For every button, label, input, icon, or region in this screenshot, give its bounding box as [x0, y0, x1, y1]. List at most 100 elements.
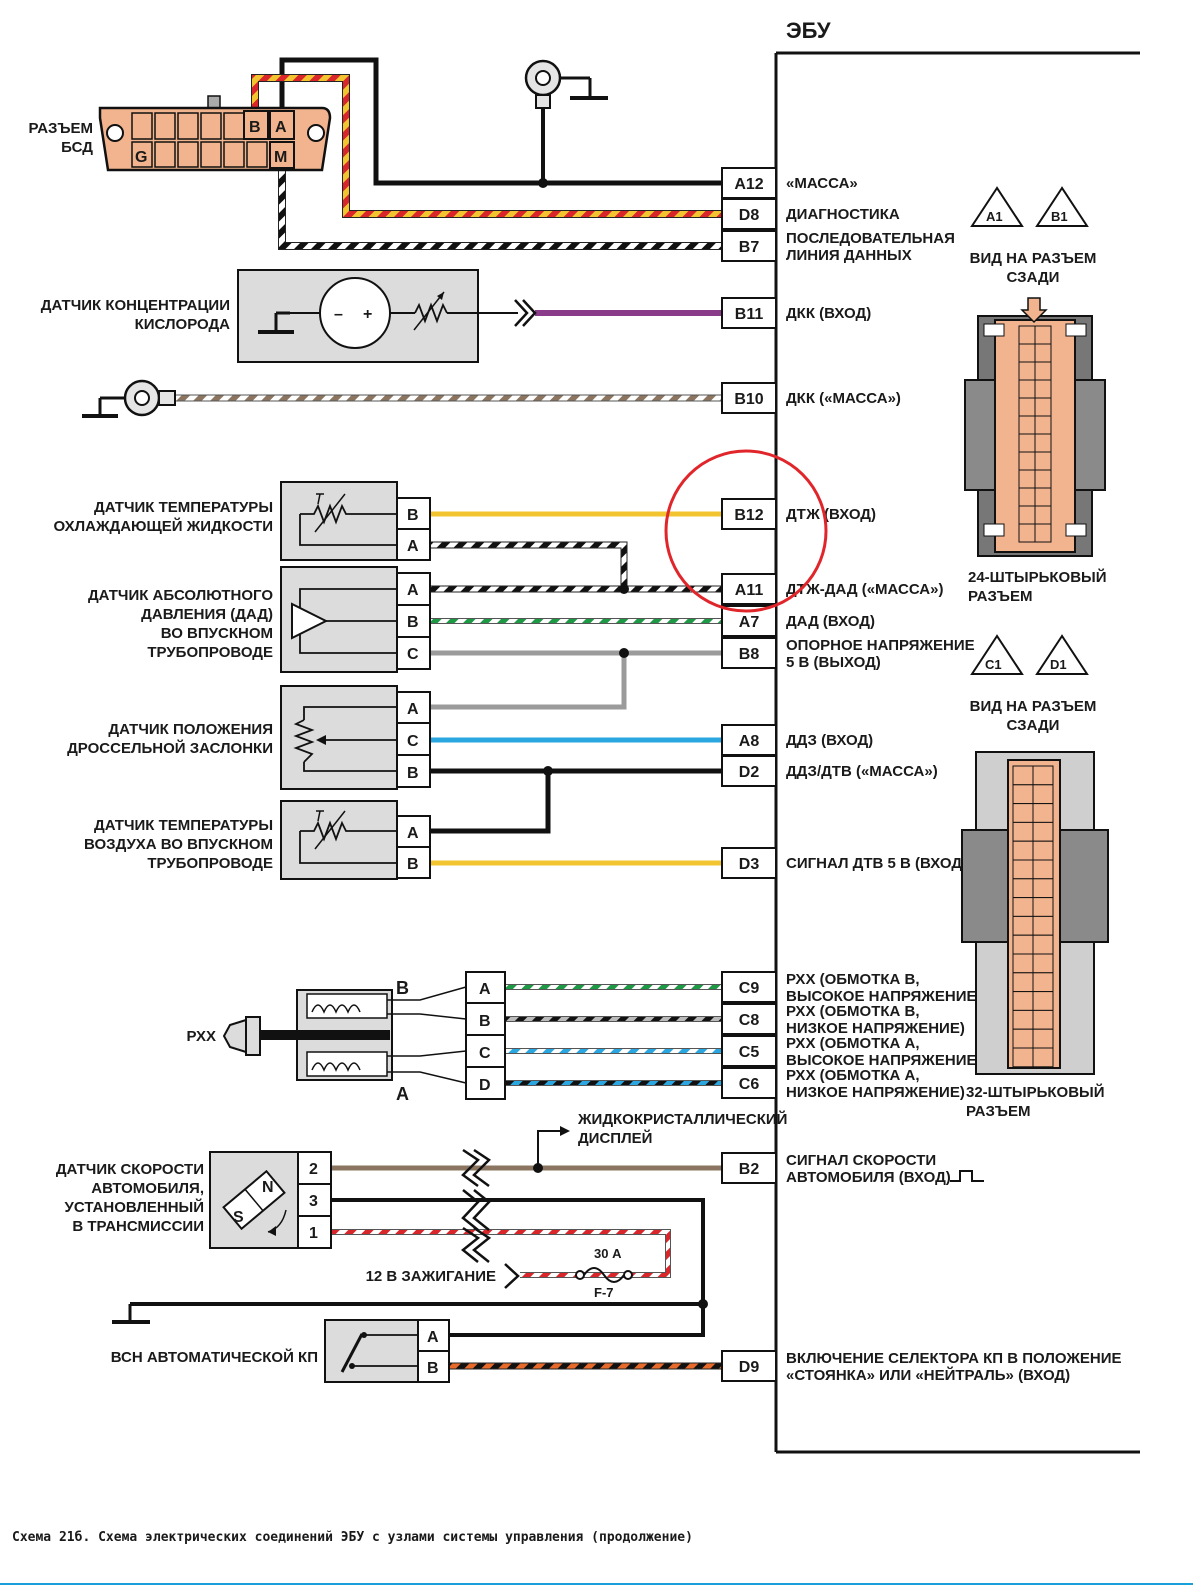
tps-pin-c: C — [407, 733, 419, 750]
connector-24-cell — [1034, 379, 1052, 399]
connector32-name-2: РАЗЪЕМ — [966, 1103, 1030, 1120]
iat-pin-b: B — [407, 856, 419, 873]
ecu-pin-id-a11: A11 — [735, 582, 764, 599]
diag-connector: G B A M РАЗЪЕМ БСД — [29, 95, 332, 172]
tag-d1: D1 — [1050, 657, 1067, 672]
vss-label-4: В ТРАНСМИССИИ — [72, 1218, 204, 1235]
ecu-pin-box-b7 — [721, 230, 777, 262]
connector-32-cell — [1012, 1047, 1034, 1068]
highlight-circle — [664, 449, 828, 613]
connector-32-cell — [1032, 840, 1054, 861]
connector-24-cell — [1034, 505, 1052, 525]
connector-32-cell — [1012, 915, 1034, 936]
iat-label-3: ТРУБОПРОВОДЕ — [147, 855, 273, 872]
iac-pin-b: B — [479, 1013, 491, 1030]
connector-32-cell — [1032, 784, 1054, 805]
ecu-pin-label-b8-2: 5 В (ВЫХОД) — [786, 654, 881, 671]
o2-sensor: – + ДАТЧИК КОНЦЕНТРАЦИИ КИСЛОРОДА — [41, 269, 518, 363]
wires — [130, 57, 722, 1370]
connector-32-cell — [1032, 915, 1054, 936]
connector-24-cell — [1018, 523, 1036, 543]
ecu-pin-label-c6-2: НИЗКОЕ НАПРЯЖЕНИЕ) — [786, 1084, 965, 1101]
fuse-rating: 30 А — [594, 1246, 622, 1261]
ecu-pin-box-b10 — [721, 382, 777, 414]
park-switch: A B ВСН АВТОМАТИЧЕСКОЙ КП — [111, 1319, 450, 1383]
o2-polarity-plus: + — [363, 306, 372, 323]
ecu-pin-label-a12-1: «МАССА» — [786, 175, 858, 192]
pulse-signal-icon — [950, 1170, 984, 1182]
ecu-pin-id-a7: A7 — [739, 614, 760, 631]
ecu-pin-label-b7-2: ЛИНИЯ ДАННЫХ — [786, 247, 912, 264]
ground-icon — [112, 1304, 150, 1324]
connector-32-cell — [1012, 859, 1034, 880]
ecu-pin-box-d2 — [721, 755, 777, 787]
vss-pin-3: 3 — [309, 1193, 318, 1210]
connector-32-cell — [1032, 972, 1054, 993]
diag-connector-label-1: РАЗЪЕМ — [29, 120, 93, 137]
ecu-pin-id-d3: D3 — [739, 856, 760, 873]
connector-24-cell — [1018, 505, 1036, 525]
vss-label-3: УСТАНОВЛЕННЫЙ — [65, 1198, 204, 1216]
diag-pin-g: G — [135, 149, 147, 166]
coolant-label-1: ДАТЧИК ТЕМПЕРАТУРЫ — [94, 499, 273, 516]
ecu-pin-id-d2: D2 — [739, 764, 760, 781]
ecu-pin-id-c8: C8 — [739, 1012, 760, 1029]
ignition-label: 12 В ЗАЖИГАНИЕ — [366, 1268, 496, 1285]
connector-32-cell — [1032, 765, 1054, 786]
ecu-pin-id-d8: D8 — [739, 207, 760, 224]
connector-24-cell — [1018, 415, 1036, 435]
connector-24-cell — [1034, 523, 1052, 543]
ecu-pin-label-d3-1: СИГНАЛ ДТВ 5 В (ВХОД) — [786, 855, 967, 872]
vss-pole-n: N — [262, 1179, 274, 1196]
ecu-pin-id-b12: B12 — [734, 507, 763, 524]
iac-pin-d: D — [479, 1077, 491, 1094]
iac-coil-a: A — [396, 1084, 409, 1104]
connector-24-cell — [1034, 451, 1052, 471]
ecu-pin-id-b2: B2 — [739, 1161, 760, 1178]
connector-32-cell — [1012, 878, 1034, 899]
vss-pin-1: 1 — [309, 1225, 318, 1242]
ecu-pin-id-c9: C9 — [739, 980, 760, 997]
tps-pin-a: A — [407, 701, 419, 718]
ecu-pin-label-a11-1: ДТЖ-ДАД («МАССА») — [786, 581, 943, 598]
connector-24-cell — [1034, 415, 1052, 435]
tag-b1: B1 — [1051, 209, 1068, 224]
connector-24-cell — [1018, 487, 1036, 507]
connector-32-cell — [1012, 840, 1034, 861]
park-pin-b: B — [427, 1360, 439, 1377]
ecu-pin-label-a8-1: ДДЗ (ВХОД) — [786, 732, 873, 749]
tag-c1: C1 — [985, 657, 1002, 672]
wire-lcd — [537, 1130, 560, 1168]
vss-label-1: ДАТЧИК СКОРОСТИ — [56, 1161, 204, 1178]
connector-32-cell — [1032, 934, 1054, 955]
ecu-pin-id-c6: C6 — [739, 1076, 760, 1093]
connector-24-cell — [1018, 433, 1036, 453]
ecu-pin-id-b10: B10 — [734, 391, 763, 408]
connector-24-cell — [1034, 469, 1052, 489]
connector-32-cell — [1012, 991, 1034, 1011]
tag-a1: A1 — [986, 209, 1003, 224]
connector-24-cell — [1034, 433, 1052, 453]
connector-32-cell — [1032, 991, 1054, 1011]
connector-24-cell — [1034, 397, 1052, 417]
tps-sensor: A C B ДАТЧИК ПОЛОЖЕНИЯ ДРОССЕЛЬНОЙ ЗАСЛО… — [67, 685, 431, 790]
ecu-pin-label-b10-1: ДКК («МАССА») — [786, 390, 901, 407]
vss-sensor: 2 3 1 N S ДАТЧИК СКОРОСТИ АВТОМОБИЛЯ, УС… — [56, 1151, 332, 1249]
ecu-pin-id-a8: A8 — [739, 733, 760, 750]
lcd-label-2: ДИСПЛЕЙ — [578, 1129, 652, 1147]
ecu-pin-box-d9 — [721, 1350, 777, 1382]
ecu-pin-box-b12 — [721, 498, 777, 530]
lcd-label-1: ЖИДКОКРИСТАЛЛИЧЕСКИЙ — [577, 1110, 787, 1128]
connector-32-cell — [1032, 1047, 1054, 1068]
ecu-pin-label-c8-1: РХХ (ОБМОТКА В, — [786, 1003, 920, 1020]
connector-32-cell — [1012, 934, 1034, 955]
connector24-name-1: 24-ШТЫРЬКОВЫЙ — [968, 568, 1107, 586]
ecu-pin-label-d9-1: ВКЛЮЧЕНИЕ СЕЛЕКТОРА КП В ПОЛОЖЕНИЕ — [786, 1350, 1122, 1367]
connector-24-cell — [1018, 379, 1036, 399]
ecu-pin-label-c5-1: РХХ (ОБМОТКА А, — [786, 1035, 920, 1052]
tps-label-1: ДАТЧИК ПОЛОЖЕНИЯ — [108, 721, 273, 738]
ecu-title: ЭБУ — [786, 18, 831, 43]
connector-32-cell — [1012, 784, 1034, 805]
connector-24-cell — [1018, 325, 1036, 345]
fuse-id: F-7 — [594, 1285, 614, 1300]
